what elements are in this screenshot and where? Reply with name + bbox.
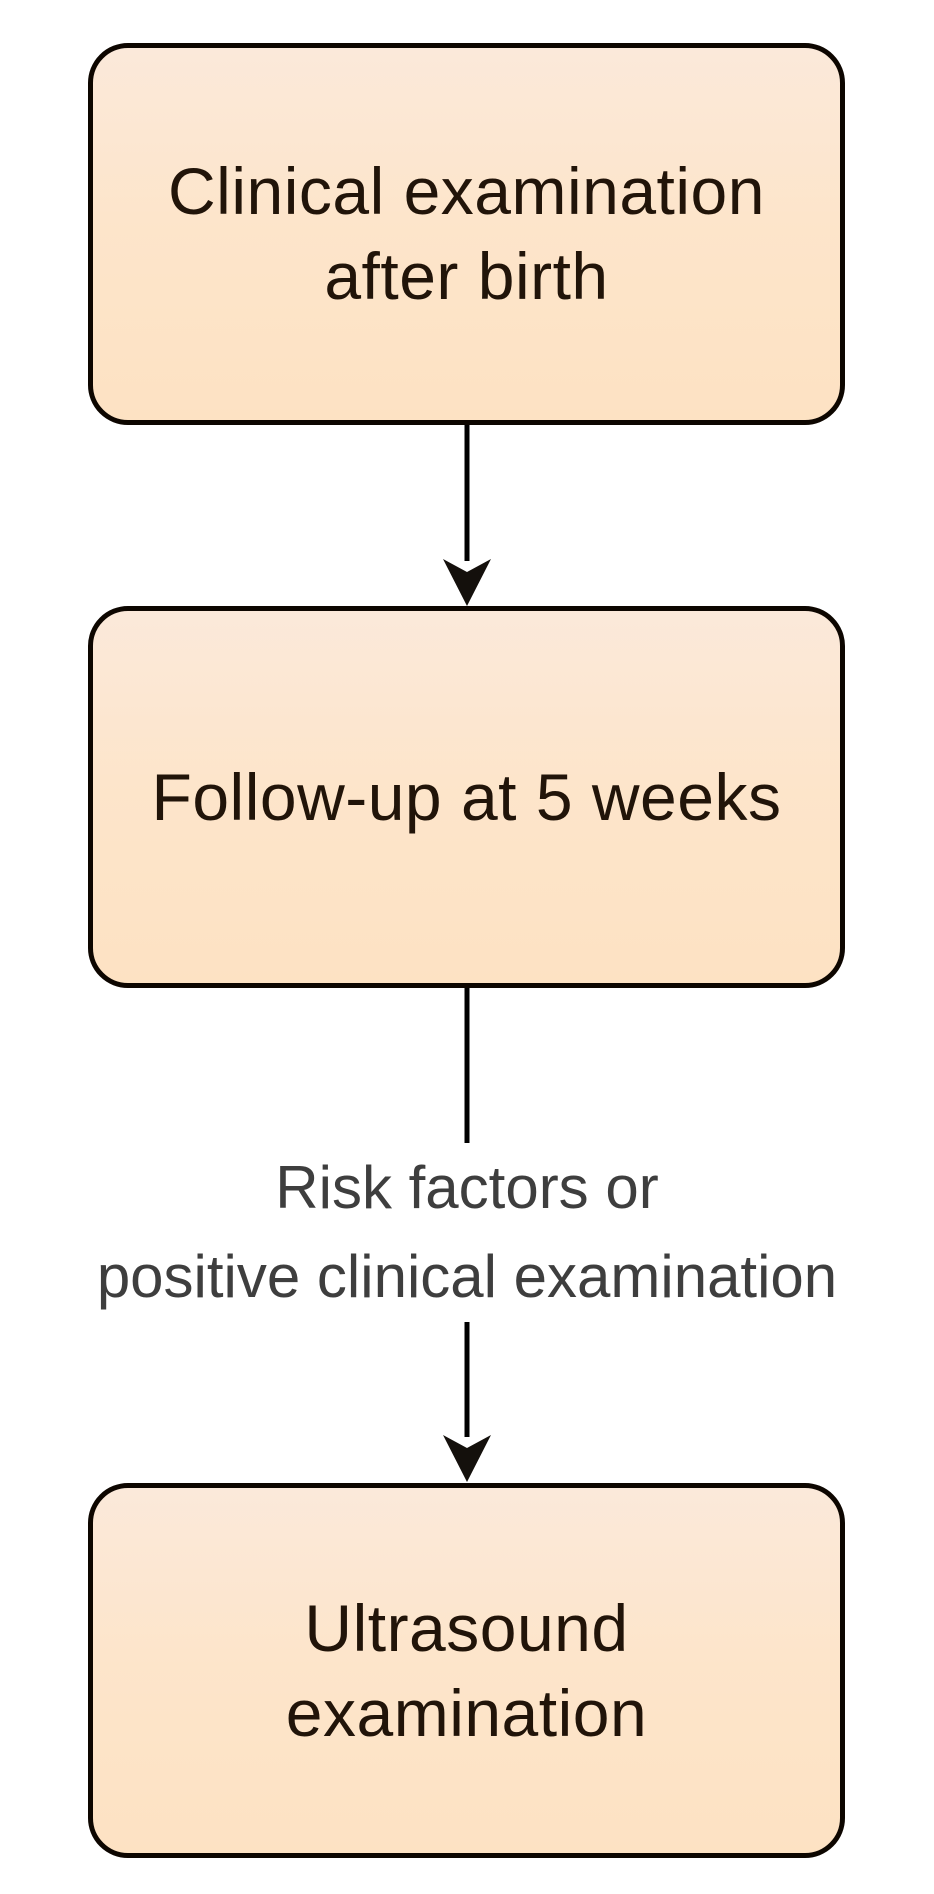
arrow-followup-to-ultrasound-lower-segment [443, 1322, 491, 1482]
node-label: Clinical examination after birth [168, 154, 765, 313]
arrow-followup-to-ultrasound-upper-segment [464, 988, 470, 1143]
node-followup-at-5-weeks: Follow-up at 5 weeks [88, 606, 845, 988]
node-clinical-examination-after-birth: Clinical examination after birth [88, 43, 845, 425]
edge-label-risk-factors: Risk factors or positive clinical examin… [0, 1143, 934, 1321]
node-label: Ultrasound examination [285, 1590, 648, 1750]
node-label: Follow-up at 5 weeks [151, 759, 782, 834]
arrow-clinical-exam-to-followup [443, 425, 491, 606]
node-ultrasound-examination: Ultrasound examination [88, 1483, 845, 1858]
